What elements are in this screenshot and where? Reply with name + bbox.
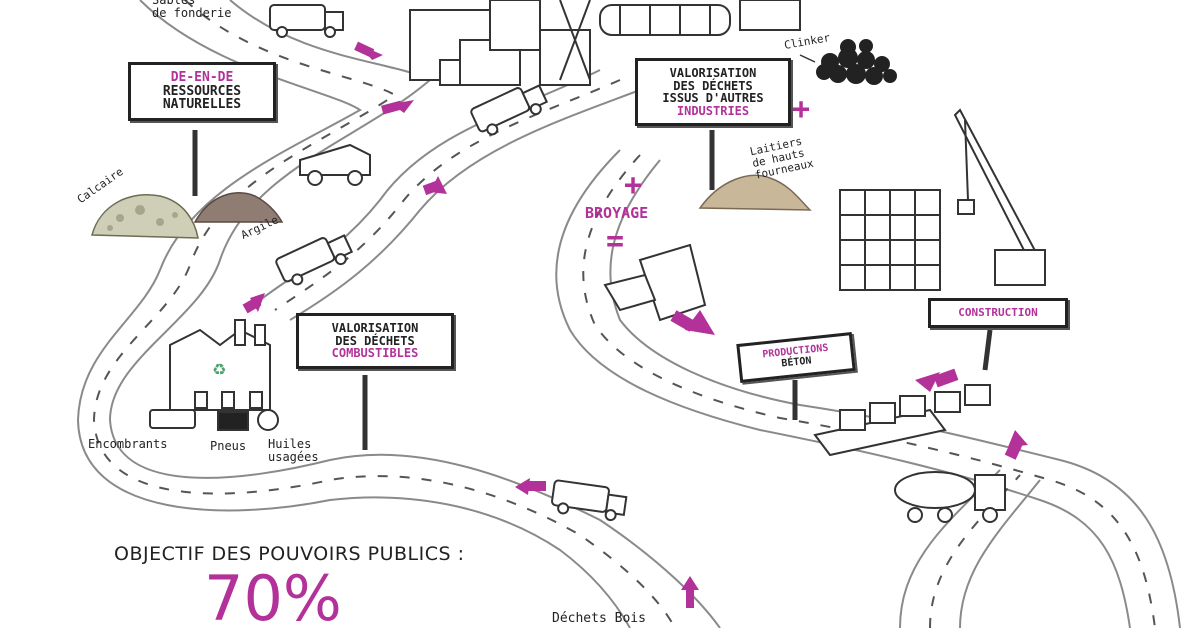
sign-valorisation-industries: VALORISATION DES DÉCHETS ISSUS D'AUTRES …: [635, 58, 791, 127]
sign-ressources-line3: NATURELLES: [162, 97, 242, 113]
sign-ressources-naturelles: DE-EN-DE RESSOURCES NATURELLES: [128, 62, 276, 121]
sign-construction-line1: CONSTRUCTION: [958, 306, 1038, 319]
label-dechets-bois: Déchets Bois: [552, 611, 646, 626]
sign-construction: CONSTRUCTION: [928, 298, 1068, 328]
label-encombrants: Encombrants: [88, 437, 168, 451]
sign-ressources-line1: DE-EN-DE: [170, 70, 234, 85]
label-huiles: Huiles usagées: [268, 437, 319, 465]
operator-equals: =: [606, 224, 625, 259]
sign-combustibles-line2: DES DÉCHETS: [335, 333, 415, 348]
sign-valorisation-combustibles: VALORISATION DES DÉCHETS COMBUSTIBLES: [296, 313, 454, 369]
label-sables-fonderie: Sables de fonderie: [152, 0, 232, 21]
sign-ressources-line2: RESSOURCES: [162, 83, 242, 99]
sign-industries-line4: INDUSTRIES: [676, 103, 750, 118]
objective-percent: 70%: [204, 562, 342, 628]
sign-combustibles-line3: COMBUSTIBLES: [331, 346, 419, 361]
sign-industries-line1: VALORISATION: [669, 66, 757, 80]
operator-plus-1: +: [792, 92, 811, 127]
sign-industries-line2: DES DÉCHETS: [673, 78, 753, 93]
svg-text:♻: ♻: [212, 360, 226, 379]
sign-industries-line3: ISSUS D'AUTRES: [662, 91, 764, 106]
sign-combustibles-line1: VALORISATION: [331, 321, 419, 335]
label-pneus: Pneus: [210, 439, 247, 453]
objective-heading: OBJECTIF DES POUVOIRS PUBLICS :: [114, 543, 465, 565]
operator-plus-2: +: [624, 168, 643, 203]
broyage-label: BROYAGE: [585, 204, 649, 222]
